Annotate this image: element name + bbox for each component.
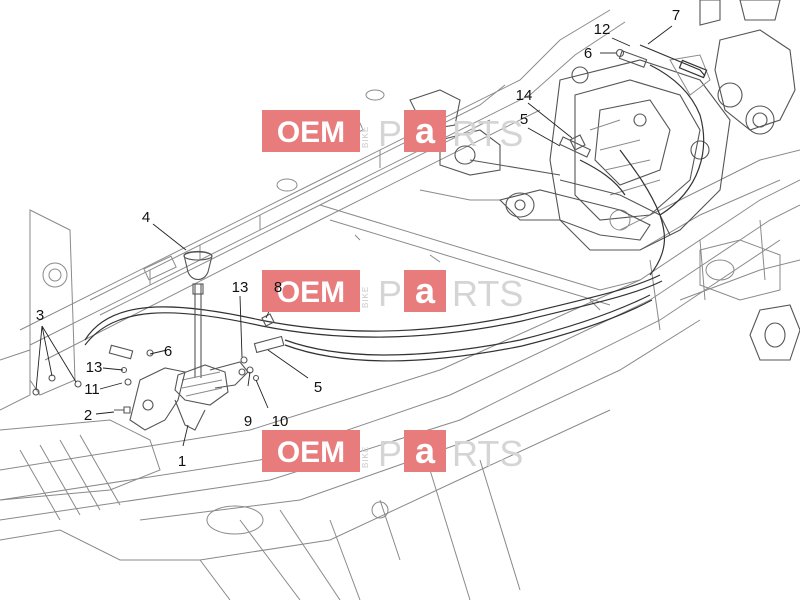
gear-shift-lever-assembly: [32, 48, 625, 431]
watermark-middle: OEM BIKE P a RTS: [262, 270, 523, 314]
watermark-a-box: [404, 430, 446, 472]
callout-2: 2: [84, 407, 92, 424]
watermark-bike-text: BIKE: [361, 446, 370, 468]
watermark-a-box: [404, 270, 446, 312]
callout-13-upper: 13: [232, 279, 249, 296]
watermark-oem-box: [262, 110, 360, 152]
watermark-a-text: a: [415, 110, 436, 151]
callout-3: 3: [36, 307, 44, 324]
callout-10: 10: [272, 413, 289, 430]
callout-5-lower: 5: [314, 379, 322, 396]
watermark-p-text: P: [378, 113, 402, 154]
watermark-a-box: [404, 110, 446, 152]
part-callouts: 1 2 3 4 5 5 6 6 7 8 9 10 11 12 13 13 14: [36, 7, 680, 470]
watermark-a-text: a: [415, 430, 436, 471]
watermark-oem-text: OEM: [277, 276, 345, 309]
watermark-oem-box: [262, 270, 360, 312]
callout-1: 1: [178, 453, 186, 470]
callout-6-lower: 6: [164, 343, 172, 360]
chassis-frame: [0, 9, 800, 600]
watermark-rts-text: RTS: [452, 273, 523, 314]
shift-cables: [84, 44, 708, 362]
watermark-p-text: P: [378, 273, 402, 314]
watermark-bike-text: BIKE: [361, 286, 370, 308]
callout-11: 11: [84, 381, 100, 398]
watermark-p-text: P: [378, 433, 402, 474]
callout-12: 12: [594, 21, 611, 38]
callout-13-lower: 13: [86, 359, 103, 376]
watermark-oem-text: OEM: [277, 436, 345, 469]
watermark-top: OEM BIKE P a RTS: [262, 110, 523, 154]
watermark-rts-text: RTS: [452, 113, 523, 154]
watermark-rts-text: RTS: [452, 433, 523, 474]
watermark-a-text: a: [415, 270, 436, 311]
watermark-bike-text: BIKE: [361, 126, 370, 148]
callout-9: 9: [244, 413, 252, 430]
callout-8: 8: [274, 279, 282, 296]
callout-6-upper: 6: [584, 45, 592, 62]
callout-7: 7: [672, 7, 680, 24]
watermark-oem-box: [262, 430, 360, 472]
watermark-oem-text: OEM: [277, 116, 345, 149]
watermark-bottom: OEM BIKE P a RTS: [262, 430, 523, 474]
callout-5-upper: 5: [520, 111, 528, 128]
callout-14: 14: [516, 87, 533, 104]
callout-4: 4: [142, 209, 150, 226]
engine-transmission-assembly: [409, 0, 796, 251]
